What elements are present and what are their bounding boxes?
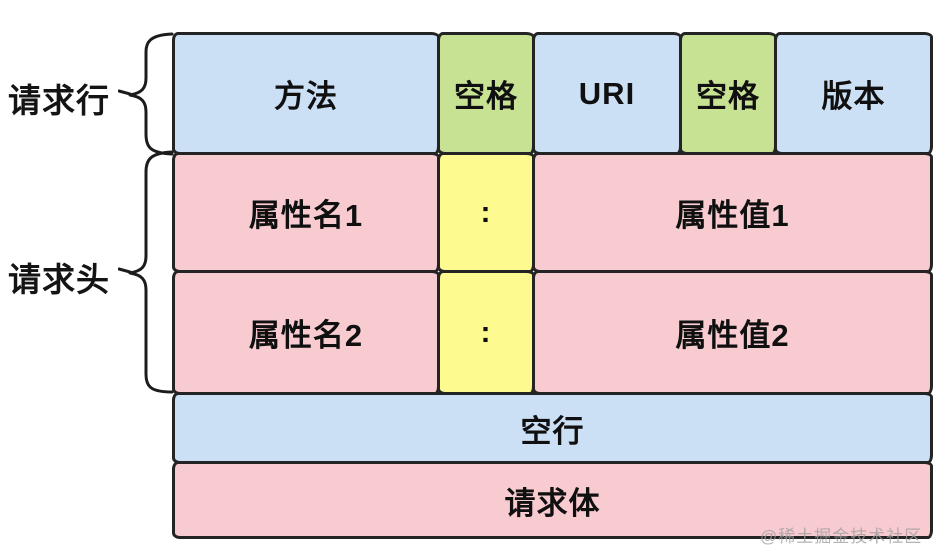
request-body-row: 请求体 <box>172 461 933 539</box>
cell-space-1: 空格 <box>437 32 535 155</box>
cell-uri: URI <box>532 32 682 155</box>
blank-line-row: 空行 <box>172 392 933 464</box>
header-row-2: 属性名2 : 属性值2 <box>172 270 933 395</box>
group-label-request-line: 请求行 <box>8 82 110 119</box>
cell-version: 版本 <box>774 32 933 155</box>
cell-header-name-1: 属性名1 <box>172 152 440 273</box>
cell-blank-line: 空行 <box>172 392 933 464</box>
request-line-brace <box>118 32 174 156</box>
cell-header-name-2: 属性名2 <box>172 270 440 395</box>
group-label-request-headers: 请求头 <box>8 261 110 298</box>
cell-colon-1: : <box>437 152 535 273</box>
header-row-1: 属性名1 : 属性值1 <box>172 152 933 273</box>
cell-colon-2: : <box>437 270 535 395</box>
cell-header-value-1: 属性值1 <box>532 152 933 273</box>
request-line-row: 方法 空格 URI 空格 版本 <box>172 32 933 155</box>
cell-header-value-2: 属性值2 <box>532 270 933 395</box>
request-headers-brace <box>118 150 174 394</box>
cell-method: 方法 <box>172 32 440 155</box>
watermark: @稀土掘金技术社区 <box>760 527 923 546</box>
cell-space-2: 空格 <box>679 32 777 155</box>
cell-request-body: 请求体 <box>172 461 933 539</box>
